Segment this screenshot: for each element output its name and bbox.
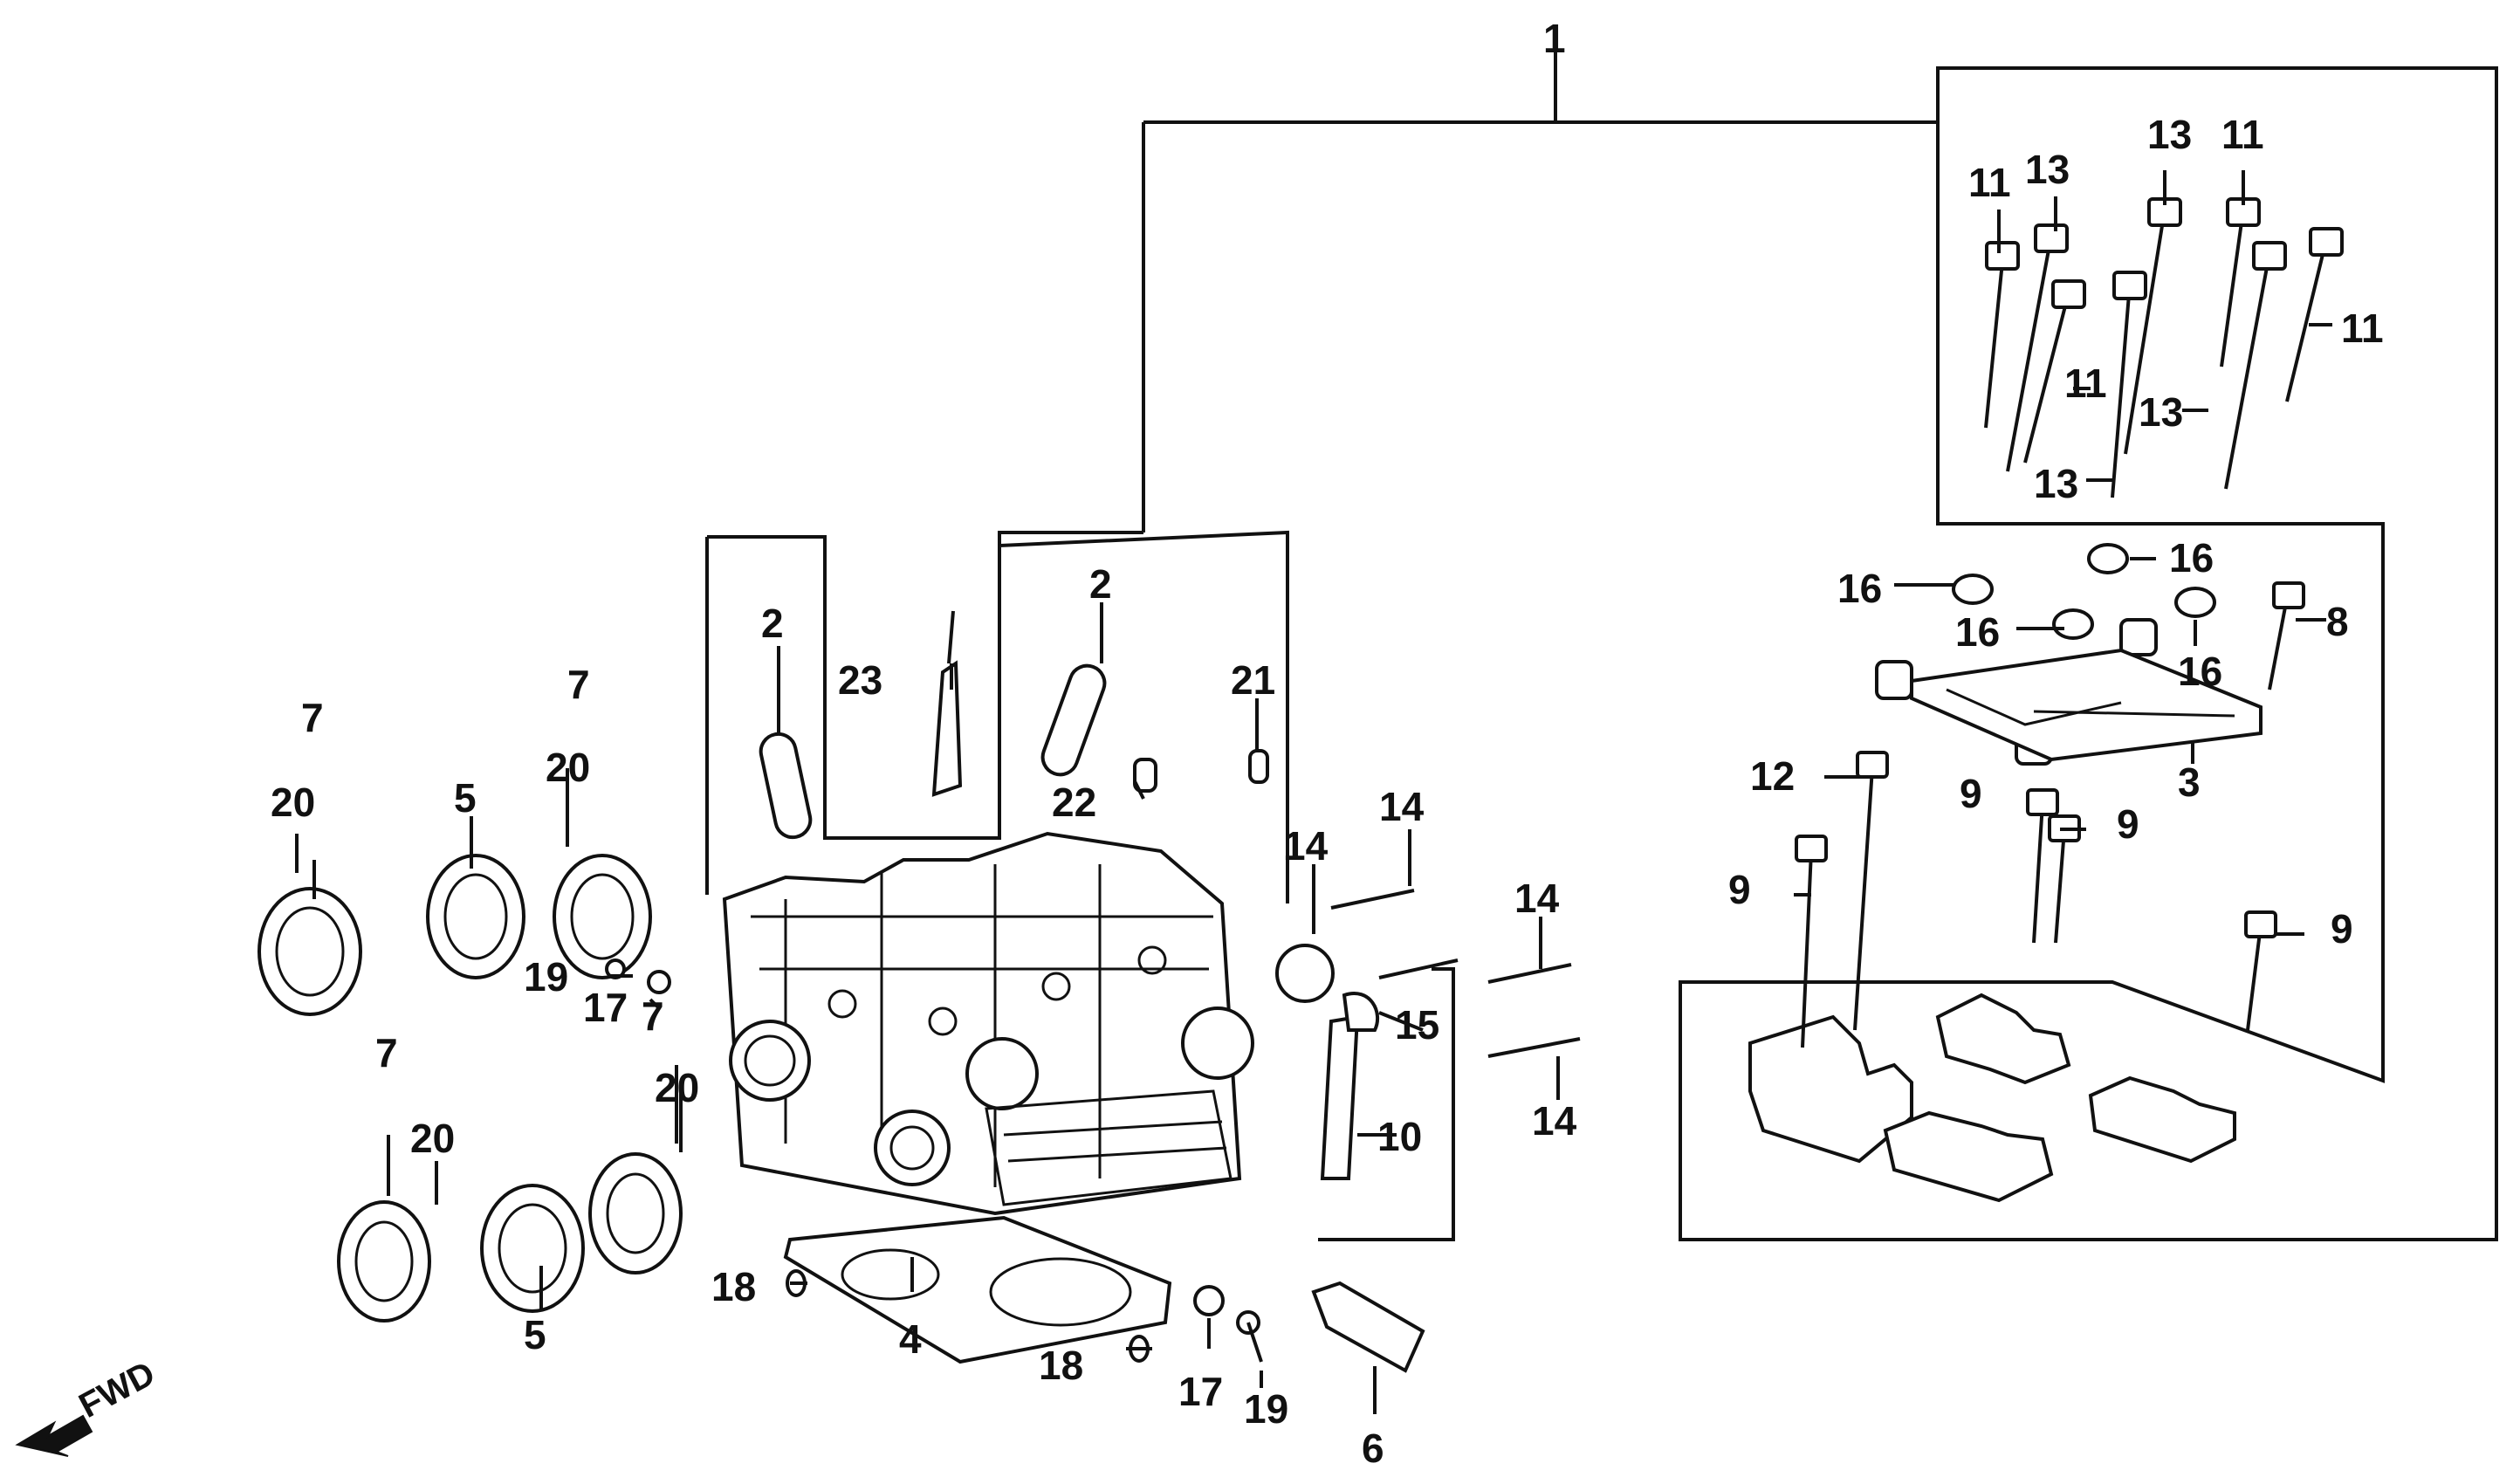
callout-9: 9: [2331, 906, 2353, 952]
callout-13: 13: [2025, 147, 2070, 192]
callout-17: 17: [1178, 1369, 1223, 1414]
callout-11: 11: [2064, 361, 2107, 406]
fwd-arrow-icon: [15, 1414, 93, 1457]
callout-7: 7: [642, 993, 664, 1039]
callout-7: 7: [375, 1030, 398, 1075]
callout-1: 1: [1543, 16, 1566, 61]
callout-14: 14: [1532, 1098, 1577, 1144]
callout-7: 7: [301, 695, 324, 740]
callout-17: 17: [583, 985, 628, 1030]
callout-10: 10: [1377, 1114, 1422, 1159]
camshaft-holder: [1875, 618, 2263, 766]
callout-16: 16: [1955, 609, 2000, 655]
callout-2: 2: [1089, 561, 1112, 607]
callout-6: 6: [1362, 1426, 1384, 1471]
callout-13: 13: [2139, 389, 2183, 435]
callout-21: 21: [1231, 657, 1275, 703]
forward-direction-indicator: FWD: [15, 1354, 161, 1457]
callout-9: 9: [1728, 867, 1751, 912]
callout-12: 12: [1750, 753, 1795, 799]
cylinder-head: [722, 831, 1335, 1216]
callout-16: 16: [2169, 535, 2214, 581]
callout-8: 8: [2326, 599, 2349, 644]
callout-7: 7: [567, 662, 590, 707]
intake-insulators: [257, 812, 683, 1323]
callout-5: 5: [454, 775, 477, 821]
rocker-blocks: [1748, 993, 2236, 1203]
leader-lines: [312, 170, 2332, 1414]
callout-23: 23: [838, 657, 882, 703]
callout-11: 11: [2341, 306, 2384, 351]
oil-pressure-switch: [1311, 1281, 1425, 1373]
callout-14: 14: [1514, 876, 1560, 921]
callout-16: 16: [1837, 566, 1882, 611]
callout-18: 18: [711, 1264, 756, 1309]
callout-5: 5: [524, 1312, 546, 1357]
callout-20: 20: [410, 1116, 455, 1161]
spark-plug: [931, 610, 963, 797]
callout-9: 9: [2117, 801, 2139, 847]
studs: [1330, 889, 1581, 1058]
callout-4: 4: [899, 1316, 922, 1362]
callout-15: 15: [1395, 1002, 1439, 1048]
callout-14: 14: [1283, 823, 1329, 869]
callout-14: 14: [1379, 784, 1425, 829]
callout-9: 9: [1960, 771, 1982, 816]
cam-holder-bolts: [1795, 581, 2305, 1048]
callout-22: 22: [1052, 780, 1096, 825]
dowel-pins: [759, 663, 1269, 840]
callout-20: 20: [655, 1065, 699, 1110]
callout-13: 13: [2034, 461, 2078, 506]
head-gasket: [783, 1215, 1172, 1364]
callout-2: 2: [761, 601, 784, 646]
callout-3: 3: [2178, 759, 2201, 805]
head-bolts: [1984, 197, 2344, 498]
callout-13: 13: [2147, 112, 2192, 157]
callout-labels: 1 2 2 23 21 22 14 14 14 14 15 10 7 7 7 7…: [271, 16, 2384, 1471]
fwd-label: FWD: [73, 1354, 161, 1426]
callout-18: 18: [1039, 1343, 1083, 1388]
callout-11: 11: [2221, 112, 2264, 157]
callout-11: 11: [1968, 160, 2011, 205]
callout-16: 16: [2178, 649, 2222, 694]
callout-19: 19: [1244, 1386, 1288, 1432]
callout-20: 20: [546, 745, 590, 790]
callout-20: 20: [271, 780, 315, 825]
oil-bolt: [1320, 992, 1380, 1180]
assembly-brackets: [705, 26, 2498, 1241]
callout-19: 19: [524, 954, 568, 1000]
nuts: [1952, 543, 2216, 640]
